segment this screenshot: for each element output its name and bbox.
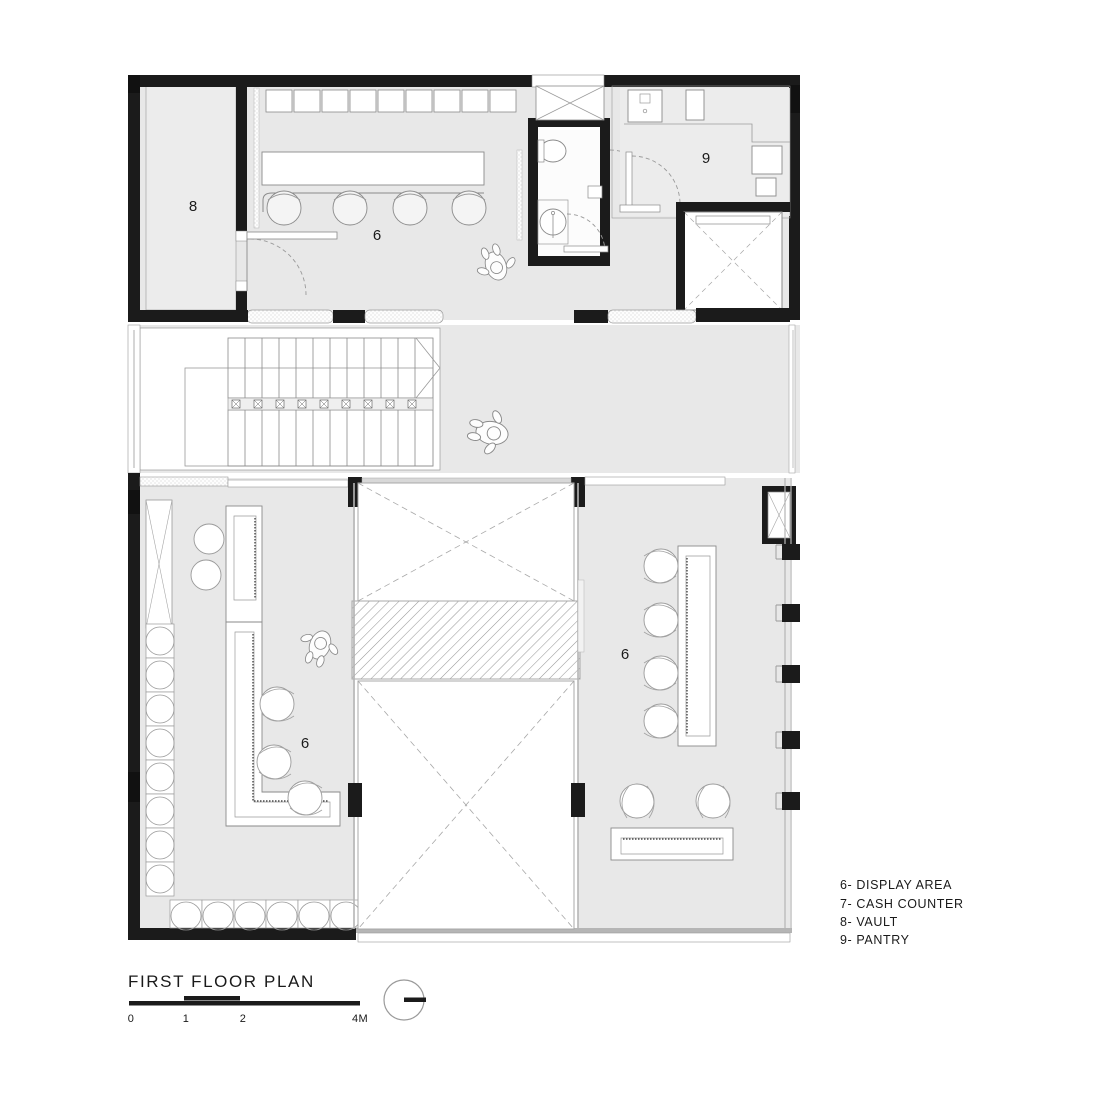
left-L-counter xyxy=(225,621,341,827)
human-figure-plan xyxy=(466,410,509,455)
human-figure-plan xyxy=(300,630,339,668)
stair-balustrade xyxy=(227,397,434,411)
right-curtain-wall xyxy=(775,478,800,932)
scale-bar: 0 1 2 4M xyxy=(128,996,368,1025)
left-upper-counter xyxy=(225,505,263,623)
pantry-sink xyxy=(627,89,663,123)
legend-item-vault: 8- VAULT xyxy=(840,915,898,929)
right-counter-stools xyxy=(643,548,679,739)
wc-fixture xyxy=(537,139,567,163)
lower-left-wall xyxy=(128,490,140,940)
room-number-labels: 8 6 9 6 6 xyxy=(189,150,710,752)
mullion-columns xyxy=(782,544,800,810)
human-figure-plan xyxy=(476,243,516,281)
washbasin-fixture xyxy=(537,199,569,245)
stool xyxy=(451,190,487,226)
stair-block xyxy=(127,324,800,474)
upper-floor-block xyxy=(128,74,800,324)
bottom-wall-niches xyxy=(169,899,363,931)
glazing-strip-mid xyxy=(516,149,523,241)
room-label-display-lower-right: 6 xyxy=(621,646,629,663)
corner-niche xyxy=(145,499,173,629)
room-vault xyxy=(145,85,237,311)
elevator-shaft-upper xyxy=(676,211,783,311)
room-label-vault: 8 xyxy=(189,198,197,215)
vault-door xyxy=(246,231,338,296)
legend-item-cash-counter: 7- CASH COUNTER xyxy=(840,897,964,911)
upper-walls xyxy=(128,74,800,320)
scale-tick-1: 1 xyxy=(183,1013,190,1025)
left-counter-stools xyxy=(256,686,323,816)
left-wall-niches xyxy=(145,623,175,897)
right-vertical-counter xyxy=(677,545,717,747)
glazing-strip-left xyxy=(253,87,260,229)
stool xyxy=(266,190,302,226)
right-lower-stools xyxy=(619,783,731,819)
lower-bottom-wall xyxy=(128,928,792,943)
page-title: FIRST FLOOR PLAN xyxy=(128,972,315,991)
central-core xyxy=(348,482,585,930)
column xyxy=(571,783,585,817)
room-pantry xyxy=(611,85,791,219)
right-horizontal-counter xyxy=(610,827,734,861)
legend-item-pantry: 9- PANTRY xyxy=(840,933,910,947)
display-cabinet-row xyxy=(265,89,517,113)
legend-item-display-area: 6- DISPLAY AREA xyxy=(840,878,952,892)
stool xyxy=(332,190,368,226)
room-label-display-upper: 6 xyxy=(373,227,381,244)
hatched-zone xyxy=(351,600,581,680)
title-block: FIRST FLOOR PLAN 0 1 2 4M xyxy=(128,972,426,1025)
room-toilet xyxy=(528,85,657,266)
scale-tick-0: 0 xyxy=(128,1013,135,1025)
column xyxy=(348,783,362,817)
legend: 6- DISPLAY AREA 7- CASH COUNTER 8- VAULT… xyxy=(840,878,964,947)
upper-long-counter xyxy=(261,151,485,186)
right-display-area xyxy=(577,478,800,932)
room-label-display-lower-left: 6 xyxy=(301,735,309,752)
upper-bottom-wall xyxy=(128,300,790,324)
scale-tick-2: 2 xyxy=(240,1013,247,1025)
room-label-pantry: 9 xyxy=(702,150,710,167)
north-indicator xyxy=(383,979,426,1021)
left-display-area xyxy=(145,499,363,931)
left-upper-stools xyxy=(190,523,225,591)
upper-stools xyxy=(266,190,487,226)
scale-tick-4m: 4M xyxy=(352,1013,368,1025)
stool xyxy=(392,190,428,226)
upper-seating-counter xyxy=(262,190,487,226)
lower-floor-block xyxy=(128,243,800,943)
